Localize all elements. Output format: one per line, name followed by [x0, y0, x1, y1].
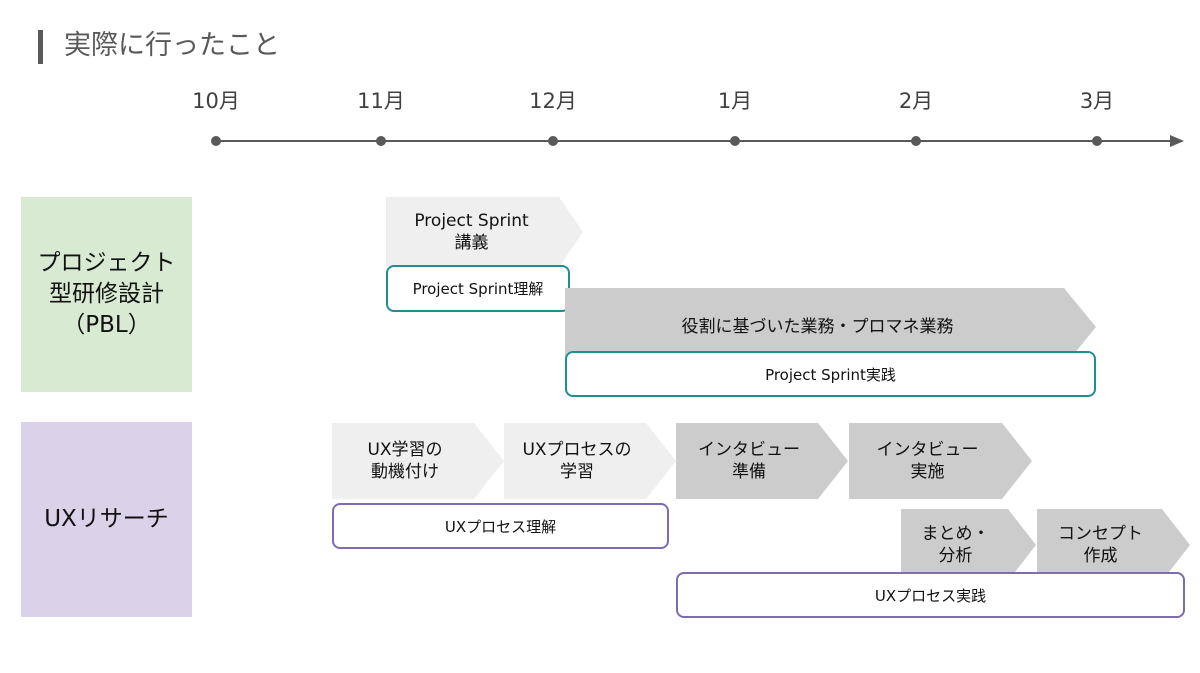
- timeline-marker-jan: [730, 136, 740, 146]
- chevron-interview-preparation: インタビュー 準備: [676, 423, 848, 499]
- box-project-sprint-practice: Project Sprint実践: [565, 351, 1096, 397]
- month-label-dec: 12月: [529, 89, 577, 113]
- box-project-sprint-understanding: Project Sprint理解: [386, 265, 570, 312]
- timeline-marker-nov: [376, 136, 386, 146]
- month-label-oct: 10月: [192, 89, 240, 113]
- chevron-concept-creation: コンセプト 作成: [1037, 509, 1190, 581]
- box-ux-process-practice: UXプロセス実践: [676, 572, 1185, 618]
- page-title: 実際に行ったこと: [64, 30, 280, 61]
- category-pbl: プロジェクト 型研修設計 （PBL）: [21, 197, 192, 392]
- chevron-interview-execution: インタビュー 実施: [849, 423, 1032, 499]
- title-accent-bar: [38, 30, 43, 64]
- box-ux-process-understanding: UXプロセス理解: [332, 503, 669, 549]
- timeline-marker-dec: [548, 136, 558, 146]
- chevron-ux-process-learning: UXプロセスの 学習: [504, 423, 676, 499]
- chevron-summary-analysis: まとめ・ 分析: [901, 509, 1036, 581]
- category-ux-research: UXリサーチ: [21, 422, 192, 617]
- chevron-project-sprint-lecture: Project Sprint 講義: [386, 197, 583, 267]
- timeline-marker-oct: [211, 136, 221, 146]
- chevron-ux-motivation: UX学習の 動機付け: [332, 423, 504, 499]
- month-label-feb: 2月: [898, 89, 934, 113]
- timeline-arrowhead: [1170, 135, 1184, 147]
- timeline-axis: [216, 140, 1176, 142]
- timeline-marker-feb: [911, 136, 921, 146]
- month-label-nov: 11月: [357, 89, 405, 113]
- month-label-mar: 3月: [1079, 89, 1115, 113]
- month-label-jan: 1月: [717, 89, 753, 113]
- timeline-marker-mar: [1092, 136, 1102, 146]
